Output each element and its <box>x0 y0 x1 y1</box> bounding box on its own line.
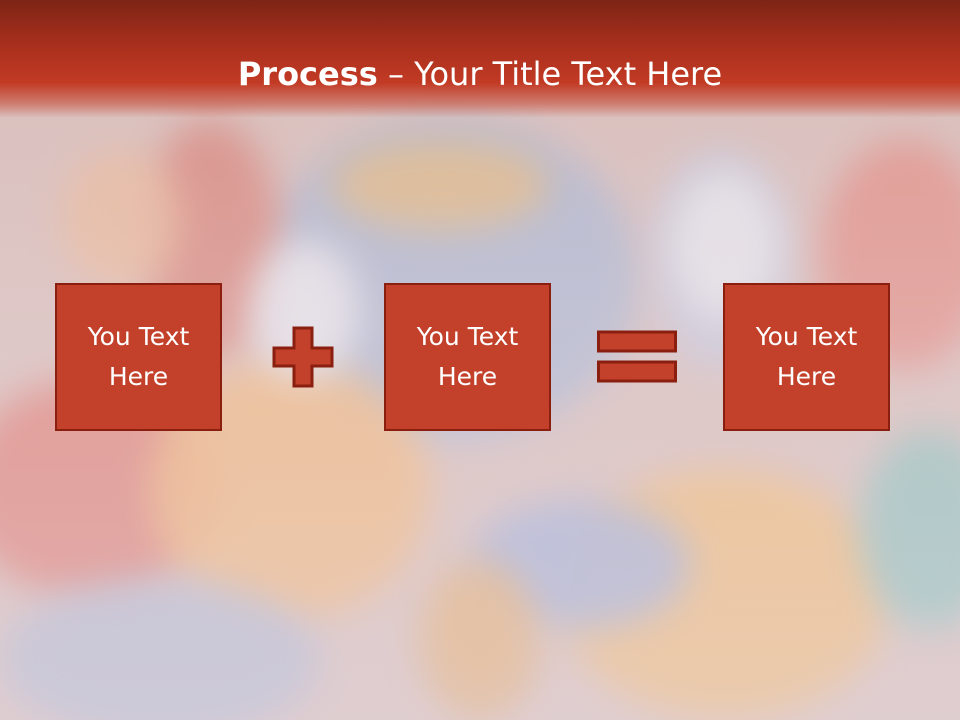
process-box-2-label: You Text Here <box>416 322 519 391</box>
plus-icon <box>272 326 334 388</box>
process-box-3: You Text Here <box>723 283 890 431</box>
process-box-1: You Text Here <box>55 283 222 431</box>
slide-title: Process – Your Title Text Here <box>0 52 960 96</box>
title-rest: – Your Title Text Here <box>377 55 723 93</box>
process-box-2: You Text Here <box>384 283 551 431</box>
equals-icon <box>597 330 677 383</box>
process-box-3-label: You Text Here <box>755 322 858 391</box>
title-bold: Process <box>237 55 378 93</box>
process-box-1-label: You Text Here <box>87 322 190 391</box>
title-bar <box>0 0 960 118</box>
